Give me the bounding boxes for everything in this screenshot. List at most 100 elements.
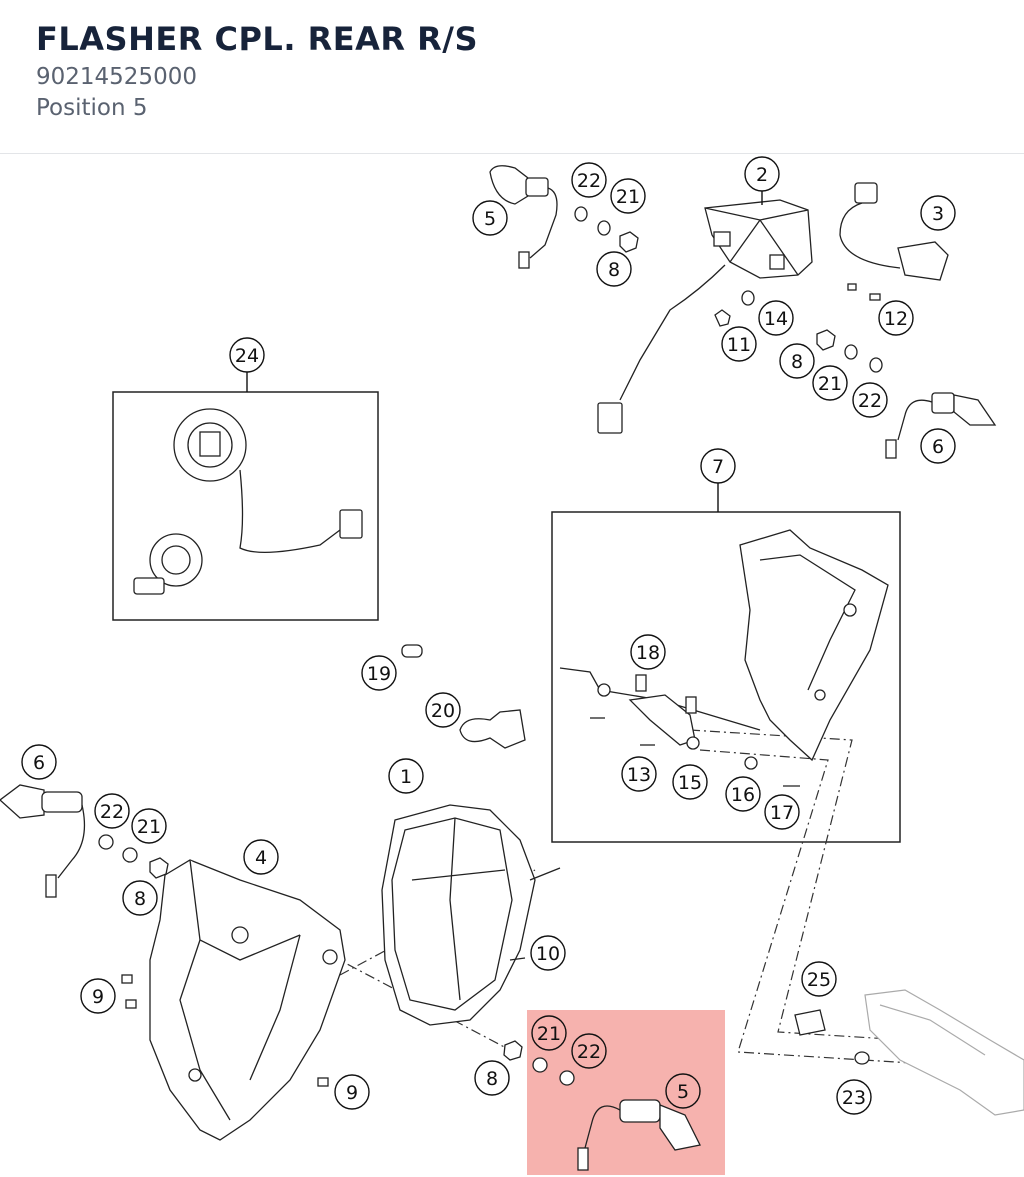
callout-c17[interactable]: 17 [764,794,800,830]
part-number: 90214525000 [36,64,197,90]
callout-number: 22 [858,390,882,412]
washers-nut-right [816,329,883,373]
flasher-rear-right-highlighted-drawing[interactable] [532,1057,701,1171]
detail-box-7 [551,511,901,843]
callout-circle [94,793,130,829]
callout-c21d[interactable]: 21 [531,1015,567,1051]
callout-c18[interactable]: 18 [630,634,666,670]
callout-circle [621,756,657,792]
callout-number: 3 [932,203,944,225]
callout-c24[interactable]: 24 [229,337,265,373]
callout-number: 2 [756,164,768,186]
part-title: FLASHER CPL. REAR R/S [36,20,479,58]
callout-circle [425,692,461,728]
callout-c6a[interactable]: 6 [920,428,956,464]
callout-circle [801,961,837,997]
callout-number: 22 [577,170,601,192]
callout-number: 21 [137,816,161,838]
handlebar-ghost-drawing [864,989,1024,1116]
callout-c8c[interactable]: 8 [122,880,158,916]
callout-c21a[interactable]: 21 [610,178,646,214]
flasher-left-drawing [0,784,86,898]
callout-c19[interactable]: 19 [361,655,397,691]
callout-c2[interactable]: 2 [744,156,780,192]
callout-circle [852,382,888,418]
callout-number: 5 [677,1081,689,1103]
callout-c22a[interactable]: 22 [571,162,607,198]
callout-c22c[interactable]: 22 [94,793,130,829]
callout-c21c[interactable]: 21 [131,808,167,844]
page-header: FLASHER CPL. REAR R/S 90214525000 Positi… [0,0,1024,154]
callout-c5a[interactable]: 5 [472,200,508,236]
callout-number: 16 [731,784,755,806]
callout-c7[interactable]: 7 [700,448,736,484]
callout-c6b[interactable]: 6 [21,744,57,780]
callout-c11[interactable]: 11 [721,326,757,362]
callout-c15[interactable]: 15 [672,764,708,800]
callout-number: 11 [727,334,751,356]
callout-c8a[interactable]: 8 [596,251,632,287]
callout-c21b[interactable]: 21 [812,365,848,401]
callout-c22d[interactable]: 22 [571,1033,607,1069]
callout-circle [334,1074,370,1110]
callout-number: 1 [400,766,412,788]
callout-number: 19 [367,663,391,685]
callout-number: 8 [134,888,146,910]
callout-circle [531,1015,567,1051]
callout-circle [836,1079,872,1115]
callout-number: 17 [770,802,794,824]
callout-c12[interactable]: 12 [878,300,914,336]
callout-number: 21 [537,1023,561,1045]
callout-c25[interactable]: 25 [801,961,837,997]
selected-part-highlight[interactable] [527,1010,725,1175]
bracket-25-drawing [794,1009,870,1065]
callout-number: 14 [764,308,788,330]
bulbs-drawing [401,644,526,749]
headlight-bulb-socket-drawing [133,408,363,595]
callout-c9a[interactable]: 9 [80,978,116,1014]
callout-number: 25 [807,969,831,991]
callout-circle [665,1073,701,1109]
callout-c20[interactable]: 20 [425,692,461,728]
callout-number: 18 [636,642,660,664]
callout-c22b[interactable]: 22 [852,382,888,418]
callout-circle [779,343,815,379]
callout-number: 9 [346,1082,358,1104]
callout-circle [131,808,167,844]
callout-number: 8 [791,351,803,373]
callout-circle [672,764,708,800]
callout-c3[interactable]: 3 [920,195,956,231]
callout-number: 21 [616,186,640,208]
callout-number: 15 [678,772,702,794]
callout-circle [80,978,116,1014]
callout-circle [596,251,632,287]
callout-c1[interactable]: 1 [388,758,424,794]
callout-circle [388,758,424,794]
callout-c8d[interactable]: 8 [474,1060,510,1096]
callout-number: 7 [712,456,724,478]
callout-number: 8 [608,259,620,281]
callout-c14[interactable]: 14 [758,300,794,336]
callout-c13[interactable]: 13 [621,756,657,792]
callout-c16[interactable]: 16 [725,776,761,812]
flasher-right-drawing [885,392,997,459]
callout-c5b[interactable]: 5 [665,1073,701,1109]
callout-number: 5 [484,208,496,230]
callout-circle [610,178,646,214]
callout-c9b[interactable]: 9 [334,1074,370,1110]
callout-c23[interactable]: 23 [836,1079,872,1115]
callout-circle [758,300,794,336]
callout-c4[interactable]: 4 [243,839,279,875]
callout-circle [472,200,508,236]
callout-circle [721,326,757,362]
callout-circle [630,634,666,670]
callout-number: 6 [932,436,944,458]
callout-number: 20 [431,700,455,722]
headlight-bracket-drawing [559,529,889,787]
callout-circle [21,744,57,780]
callout-c10[interactable]: 10 [530,935,566,971]
callout-circle [812,365,848,401]
callout-c8b[interactable]: 8 [779,343,815,379]
callout-circle [571,162,607,198]
